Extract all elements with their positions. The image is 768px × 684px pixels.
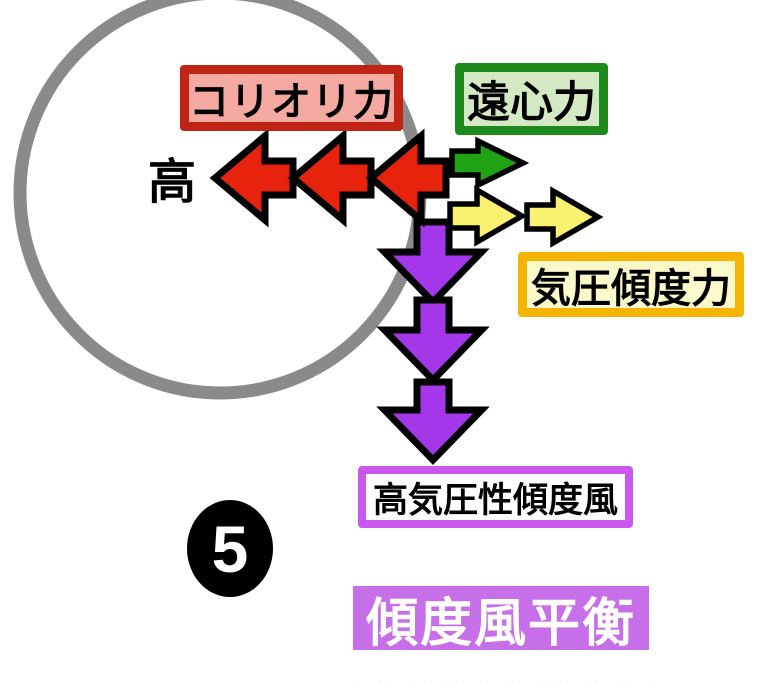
coriolis-force-label: コリオリ力 xyxy=(180,65,403,131)
centrifugal-force-label: 遠心力 xyxy=(455,63,608,135)
coriolis-arrow-icon-1 xyxy=(209,128,297,228)
banner-reflection: 傾度風平衡 xyxy=(353,650,649,684)
centrifugal-arrow-icon xyxy=(449,136,530,190)
step-number: 5 xyxy=(211,511,249,586)
step-number-badge: 5 xyxy=(187,500,273,597)
gradient-wind-balance-banner: 傾度風平衡 xyxy=(353,586,649,653)
coriolis-arrow-icon-3 xyxy=(365,128,450,228)
high-pressure-symbol: 高 xyxy=(148,156,197,209)
pressure-gradient-force-label: 気圧傾度力 xyxy=(518,252,744,317)
pressure-gradient-arrow-icon-1 xyxy=(447,185,528,247)
anticyclonic-gradient-wind-label: 高気圧性傾度風 xyxy=(358,466,633,528)
gradient-wind-arrow-icon-2 xyxy=(376,296,490,386)
coriolis-arrow-icon-2 xyxy=(287,128,375,228)
pressure-gradient-arrow-icon-2 xyxy=(524,186,604,248)
gradient-wind-arrow-icon-3 xyxy=(376,378,490,466)
